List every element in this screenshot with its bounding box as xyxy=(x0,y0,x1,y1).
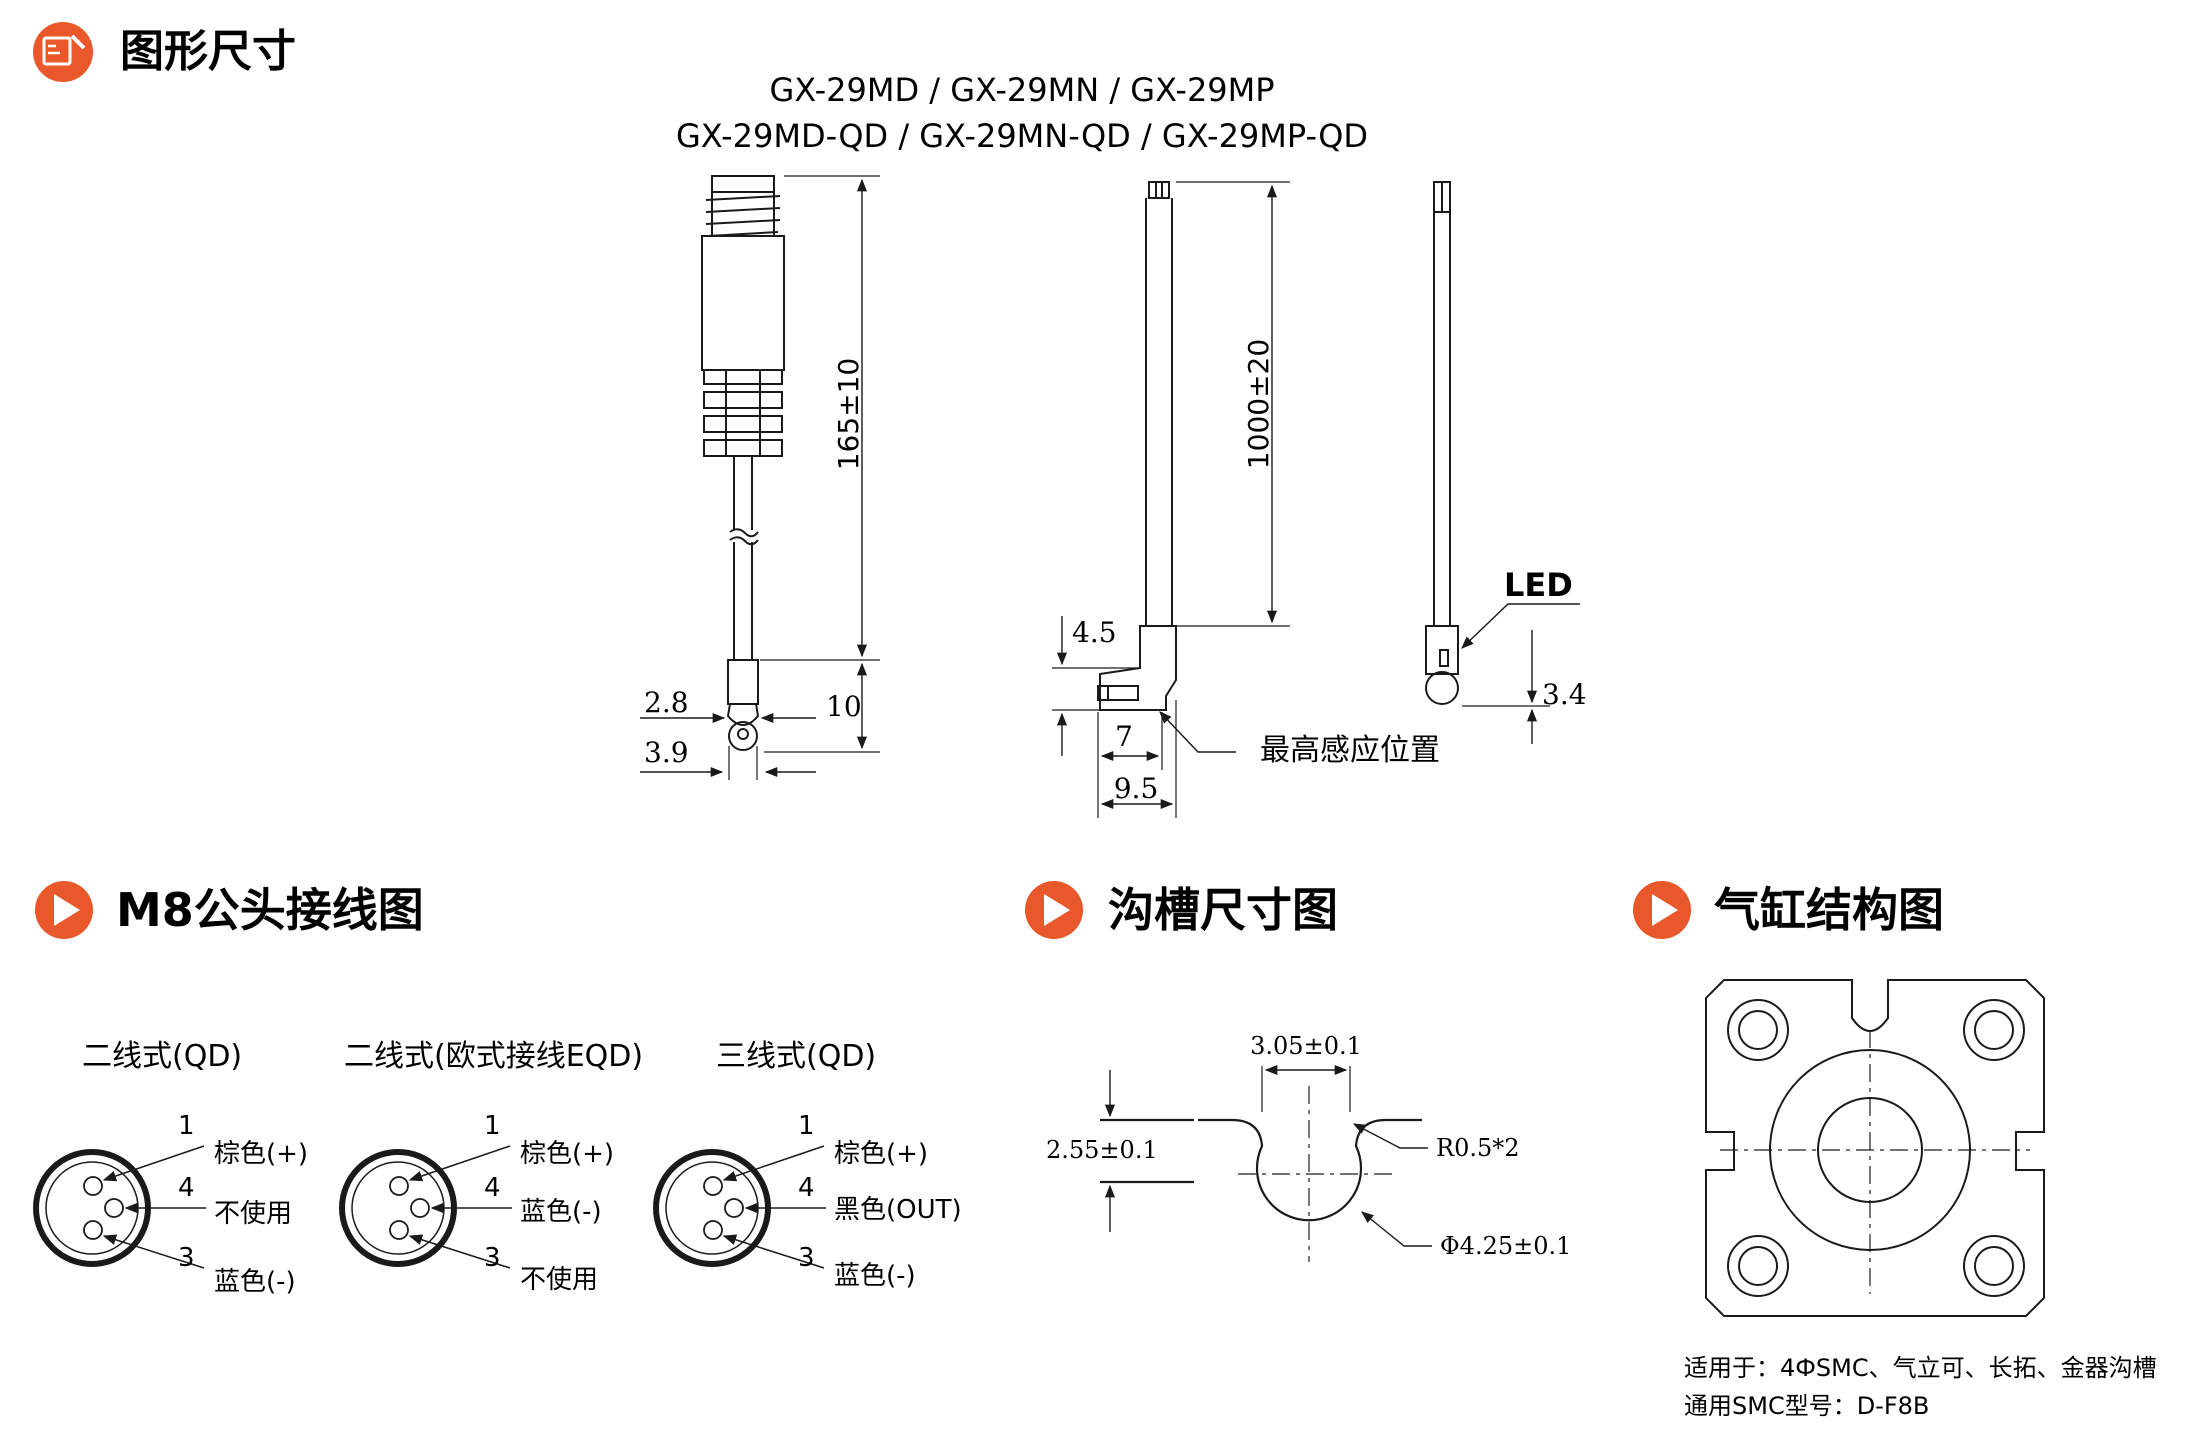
dim-2-8: 2.8 xyxy=(644,686,689,719)
qd-sensor-drawing xyxy=(640,175,880,780)
pin-num-1: 1 xyxy=(798,1111,815,1141)
dim-9-5: 9.5 xyxy=(1114,772,1159,805)
dim-3-9: 3.9 xyxy=(644,736,689,769)
model-line-1: GX-29MD / GX-29MN / GX-29MP xyxy=(769,71,1274,109)
pin-num-1: 1 xyxy=(178,1111,195,1141)
wiring-title-1: 二线式(QD) xyxy=(82,1039,242,1074)
dimensions-title: 图形尺寸 xyxy=(120,26,296,77)
pin-1 xyxy=(703,1176,723,1196)
pin-label-4: 蓝色(-) xyxy=(520,1197,602,1227)
cylinder-structure-drawing xyxy=(1705,979,2045,1317)
dim-10: 10 xyxy=(826,690,862,723)
pin-num-1: 1 xyxy=(484,1111,501,1141)
groove-diameter: Φ4.25±0.1 xyxy=(1440,1232,1571,1260)
play-icon xyxy=(1633,881,1691,939)
pin-label-1: 棕色(+) xyxy=(520,1139,614,1169)
dimensions-heading: 图形尺寸 xyxy=(33,22,296,82)
dim-qd-length: 165±10 xyxy=(832,358,865,471)
led-label: LED xyxy=(1504,566,1573,604)
pin-label-1: 棕色(+) xyxy=(834,1139,928,1169)
play-icon xyxy=(35,881,93,939)
pin-label-3: 不使用 xyxy=(520,1265,598,1295)
groove-depth: 2.55±0.1 xyxy=(1046,1136,1158,1164)
wiring-title-3: 三线式(QD) xyxy=(716,1039,876,1074)
pin-3 xyxy=(83,1220,103,1240)
pin-num-3: 3 xyxy=(178,1243,195,1273)
cylinder-note-line-2: 通用SMC型号：D-F8B xyxy=(1684,1392,1929,1420)
wiring-title-2: 二线式(欧式接线EQD) xyxy=(344,1039,643,1074)
pin-num-4: 4 xyxy=(798,1173,815,1203)
groove-dimension-drawing xyxy=(1100,1064,1432,1262)
cable-sensor-side-drawing xyxy=(1052,181,1290,818)
pin-3 xyxy=(389,1220,409,1240)
pin-num-4: 4 xyxy=(484,1173,501,1203)
cable-sensor-front-drawing xyxy=(1425,181,1580,744)
play-icon xyxy=(1025,881,1083,939)
pin-1 xyxy=(83,1176,103,1196)
cylinder-heading: 气缸结构图 xyxy=(1633,881,1944,939)
wiring-diagram-2wire-eqd: 二线式(欧式接线EQD) 1 棕色(+) 4 蓝色(-) 3 不使用 xyxy=(339,1039,643,1295)
pin-num-3: 3 xyxy=(484,1243,501,1273)
pin-3 xyxy=(703,1220,723,1240)
groove-heading: 沟槽尺寸图 xyxy=(1025,881,1338,939)
cylinder-note-line-1: 适用于：4ФSMC、气立可、长拓、金器沟槽 xyxy=(1684,1354,2157,1382)
dim-3-4: 3.4 xyxy=(1542,678,1587,711)
wiring-heading: M8公头接线图 xyxy=(35,881,424,939)
pin-label-3: 蓝色(-) xyxy=(214,1267,296,1297)
sensing-position-label: 最高感应位置 xyxy=(1260,733,1440,768)
dim-4-5: 4.5 xyxy=(1072,616,1117,649)
dim-7: 7 xyxy=(1115,720,1133,753)
groove-title: 沟槽尺寸图 xyxy=(1108,883,1338,937)
pin-label-4: 不使用 xyxy=(214,1199,292,1229)
wiring-diagram-3wire-qd: 三线式(QD) 1 棕色(+) 4 黑色(OUT) 3 蓝色(-) xyxy=(653,1039,962,1291)
pin-label-4: 黑色(OUT) xyxy=(834,1195,962,1225)
groove-width: 3.05±0.1 xyxy=(1250,1032,1362,1060)
pin-4 xyxy=(104,1198,124,1218)
pin-4 xyxy=(724,1198,744,1218)
dim-cable-length: 1000±20 xyxy=(1242,339,1275,469)
ruler-pencil-icon xyxy=(33,22,93,82)
pin-label-1: 棕色(+) xyxy=(214,1139,308,1169)
pin-num-4: 4 xyxy=(178,1173,195,1203)
pin-1 xyxy=(389,1176,409,1196)
model-line-2: GX-29MD-QD / GX-29MN-QD / GX-29MP-QD xyxy=(676,117,1368,155)
wiring-title: M8公头接线图 xyxy=(116,883,424,937)
pin-4 xyxy=(410,1198,430,1218)
wiring-diagram-2wire-qd: 二线式(QD) 1 棕色(+) 4 不使用 3 蓝色(-) xyxy=(33,1039,308,1297)
pin-num-3: 3 xyxy=(798,1243,815,1273)
groove-radius: R0.5*2 xyxy=(1436,1134,1520,1162)
pin-label-3: 蓝色(-) xyxy=(834,1261,916,1291)
cylinder-title: 气缸结构图 xyxy=(1714,883,1944,937)
